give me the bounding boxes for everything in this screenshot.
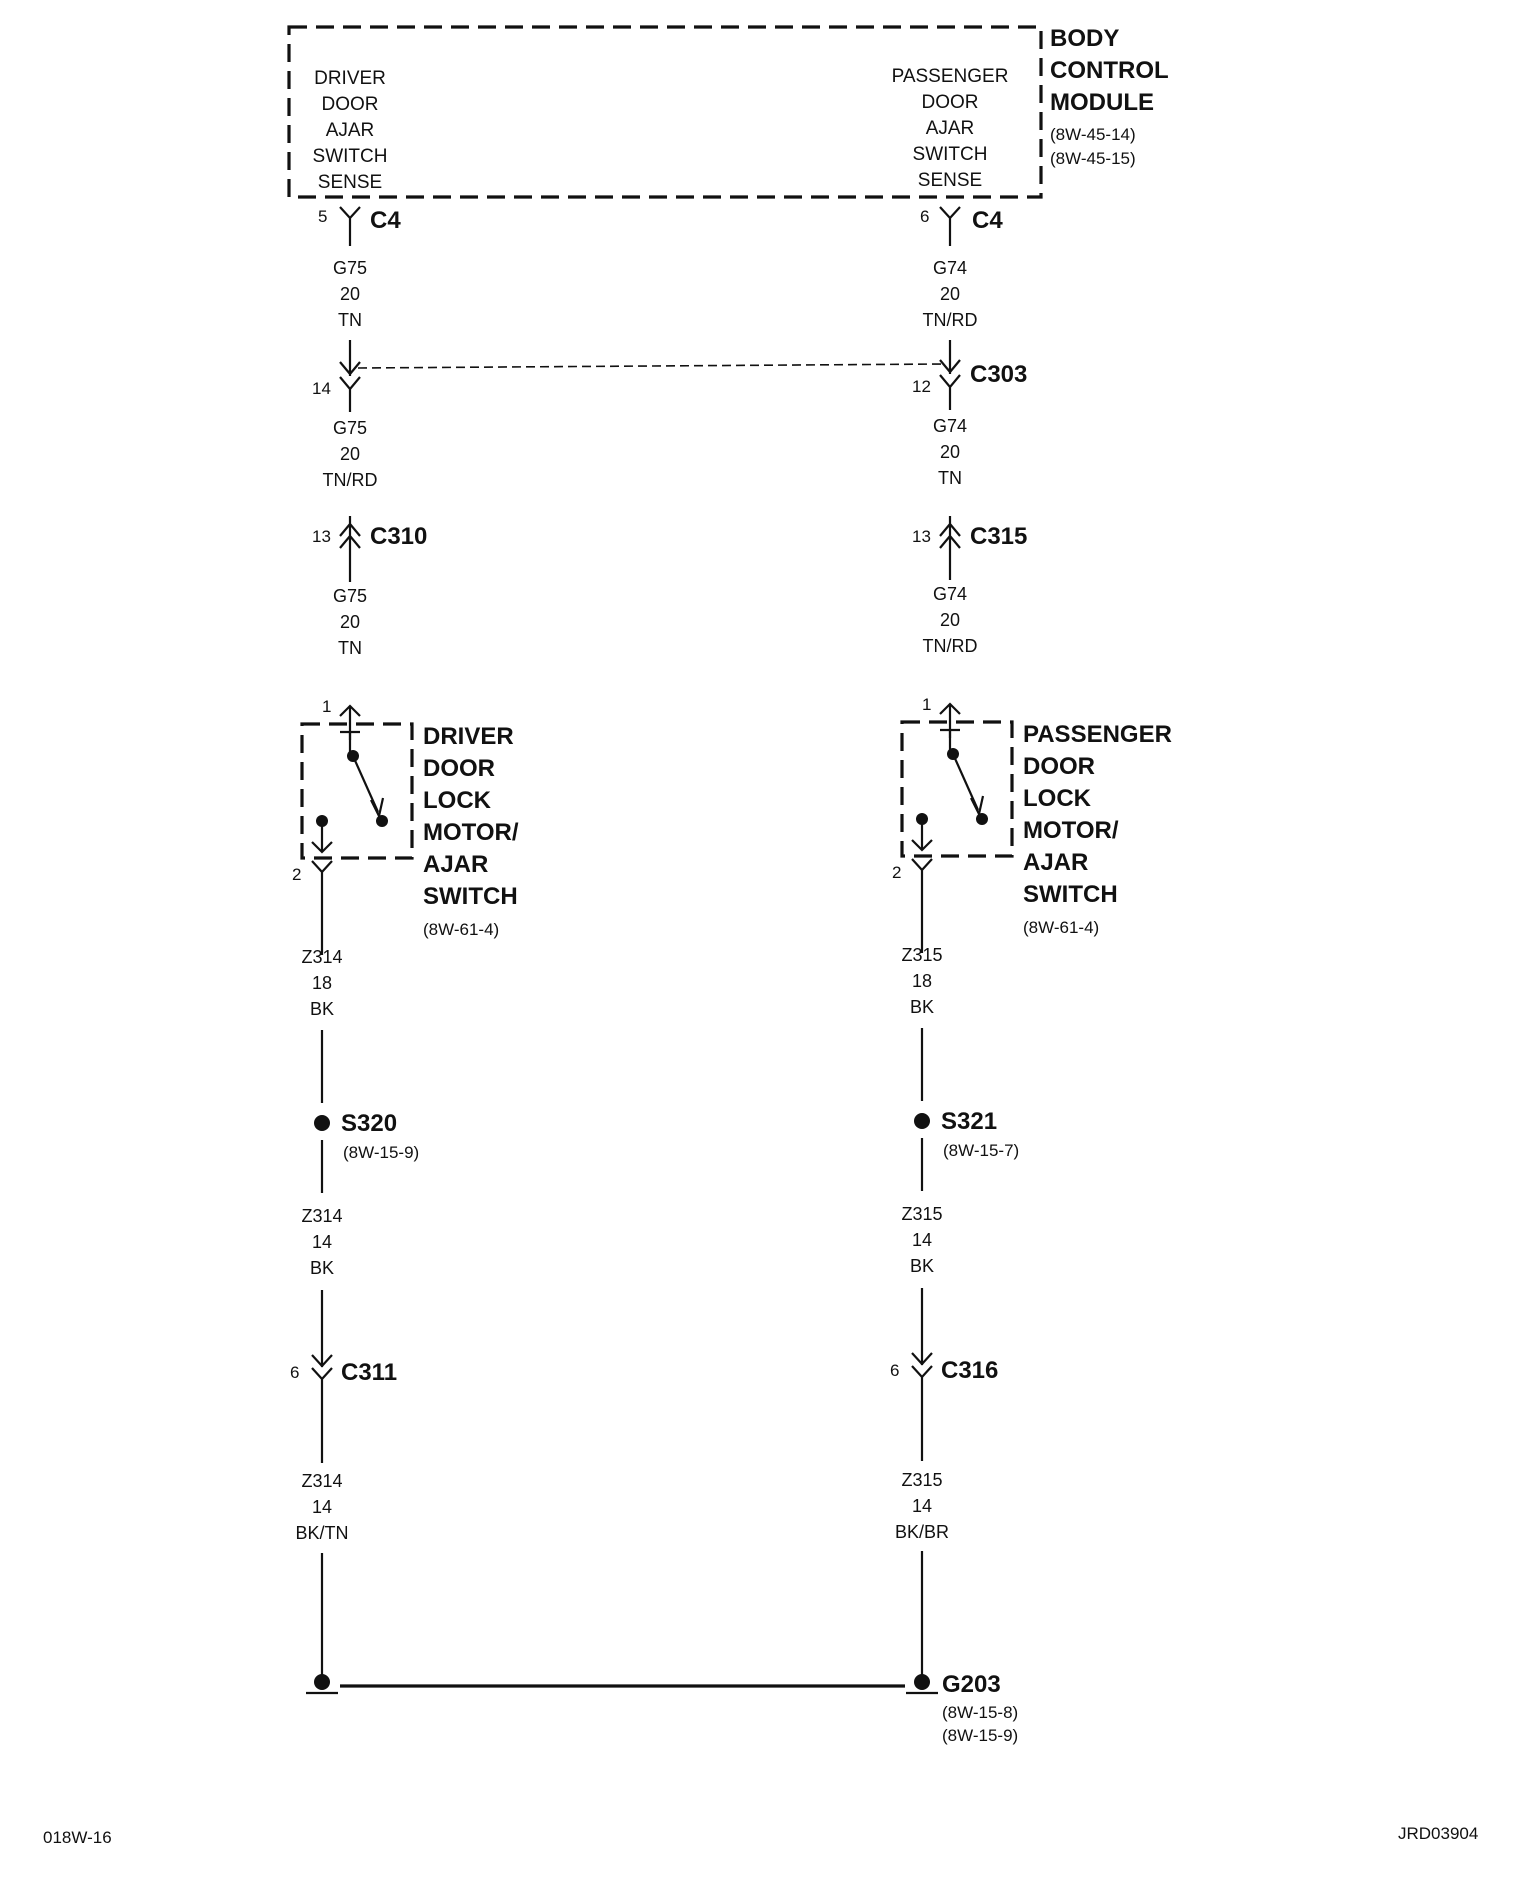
c303-left-pin: 14 [312,379,331,398]
connector-c303-left [339,340,361,412]
c4-right-label: C4 [972,207,1003,234]
c310-pin: 13 [312,527,331,546]
ground-left-dot [314,1674,330,1690]
s320-ref: (8W-15-9) [343,1143,419,1162]
passenger-switch-pin1: 1 [922,695,931,714]
connector-c4-right [939,206,961,246]
driver-switch-pin2: 2 [292,865,301,884]
connector-c4-left [339,206,361,246]
c4-left-pin: 5 [318,207,327,226]
c316-label: C316 [941,1357,998,1384]
connector-c315 [939,516,961,580]
splice-s320 [314,1115,330,1131]
g203-label: G203 [942,1671,1001,1698]
connector-c310 [339,516,361,582]
c303-right-pin: 12 [912,377,931,396]
connector-c303-right [939,340,961,410]
c315-label: C315 [970,523,1027,550]
ground-right-dot [914,1674,930,1690]
c303-label: C303 [970,361,1027,388]
splice-s321 [914,1113,930,1129]
c311-pin: 6 [290,1363,299,1382]
connector-c311 [311,1290,333,1463]
c311-label: C311 [341,1359,397,1386]
s321-label: S321 [941,1108,997,1135]
c315-pin: 13 [912,527,931,546]
driver-switch-pin1: 1 [322,697,331,716]
driver-switch-ref: (8W-61-4) [423,920,499,939]
footer-page-code: 018W-16 [43,1828,112,1847]
ground-g203: G203 (8W-15-8)(8W-15-9) [306,1671,1018,1745]
s321-ref: (8W-15-7) [943,1141,1019,1160]
footer-figure-id: JRD03904 [1398,1824,1478,1843]
passenger-switch-pin2: 2 [892,863,901,882]
c310-label: C310 [370,523,427,550]
c4-right-pin: 6 [920,207,929,226]
s320-label: S320 [341,1110,397,1137]
connector-c316 [911,1288,933,1461]
passenger-switch-ref: (8W-61-4) [1023,918,1099,937]
c4-left-label: C4 [370,207,401,234]
g203-ref: (8W-15-8)(8W-15-9) [942,1703,1018,1745]
c303-link [357,363,945,369]
bcm-ref: (8W-45-14)(8W-45-15) [1050,125,1136,168]
c316-pin: 6 [890,1361,899,1380]
